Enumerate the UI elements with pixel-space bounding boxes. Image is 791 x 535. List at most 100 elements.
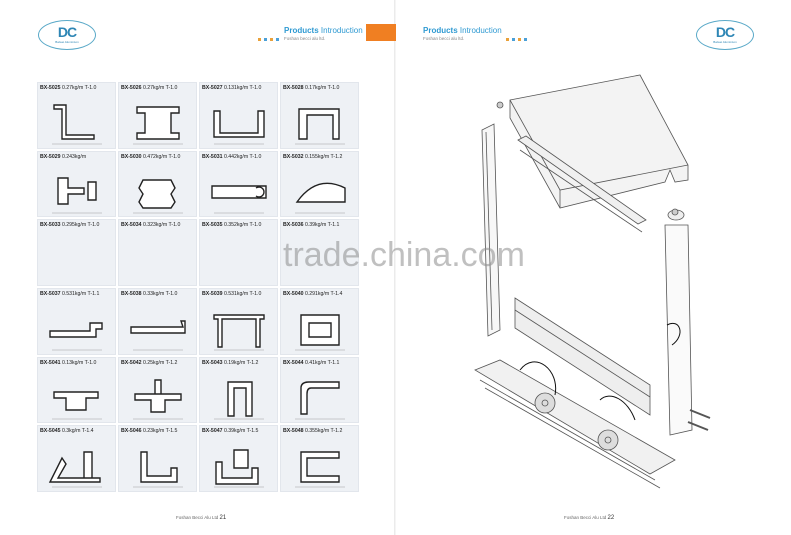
profile-label: BX-5047 0.39kg/m T-1.5 — [202, 428, 258, 434]
profile-cross-section — [214, 380, 264, 419]
logo-mark: DC — [57, 24, 77, 40]
profile-code: BX-5037 — [40, 290, 61, 297]
profile-code: BX-5027 — [202, 85, 223, 91]
profile-label: BX-5041 0.13kg/m T-1.0 — [40, 360, 96, 366]
profile-spec: 0.27kg/m T-1.0 — [61, 85, 97, 91]
profile-spec: 0.243kg/m — [61, 153, 87, 160]
profile-spec: 0.531kg/m T-1.0 — [223, 290, 262, 297]
profile-cell: BX-5041 0.13kg/m T-1.0 — [37, 356, 116, 424]
profile-cross-section — [49, 322, 103, 351]
profile-label: BX-5046 0.23kg/m T-1.5 — [121, 428, 177, 434]
profile-cross-section — [52, 104, 102, 145]
header-dot — [518, 38, 521, 41]
profile-cell: BX-5046 0.23kg/m T-1.5 — [118, 425, 197, 492]
profile-cell: BX-5045 0.3kg/m T-1.4 — [37, 425, 116, 492]
left-page: DC Baiwei Aluminium Products Introductio… — [0, 0, 395, 535]
logo-subtitle: Baiwei Aluminium — [713, 40, 737, 44]
watermark: trade.china.com — [283, 236, 525, 274]
profile-label: BX-5040 0.291kg/m T-1.4 — [283, 291, 342, 297]
header-title: Products Introduction Foshan becci alu l… — [284, 26, 363, 41]
profile-code: BX-5036 — [283, 222, 304, 229]
page-number: 22 — [607, 515, 615, 521]
profile-cross-section — [295, 380, 345, 419]
profile-label: BX-5037 0.531kg/m T-1.1 — [40, 291, 99, 297]
profile-spec: 0.27kg/m T-1.0 — [142, 85, 178, 91]
profile-cell: BX-5031 0.442kg/m T-1.0 — [199, 150, 278, 218]
header-dot — [270, 38, 273, 41]
profile-spec: 0.295kg/m T-1.0 — [61, 222, 100, 229]
company-logo: DC Baiwei Aluminium — [696, 20, 754, 50]
profile-cell: BX-5030 0.472kg/m T-1.0 — [118, 150, 197, 218]
profile-spec: 0.442kg/m T-1.0 — [223, 153, 262, 160]
profile-code: BX-5029 — [40, 153, 61, 160]
header-dot — [258, 38, 261, 41]
profile-code: BX-5045 — [40, 428, 61, 435]
profile-spec: 0.23kg/m T-1.5 — [142, 428, 178, 435]
profile-cell: BX-5033 0.295kg/m T-1.0 — [37, 219, 116, 286]
profile-cell: BX-5043 0.19kg/m T-1.2 — [199, 356, 278, 424]
profile-cell: BX-5044 0.41kg/m T-1.1 — [280, 356, 359, 424]
header-dots — [506, 38, 527, 41]
profile-cell: BX-5034 0.323kg/m T-1.0 — [118, 219, 197, 286]
profile-spec: 0.17kg/m T-1.0 — [304, 85, 340, 91]
profile-code: BX-5040 — [283, 290, 304, 297]
profile-cell: BX-5042 0.25kg/m T-1.2 — [118, 356, 197, 424]
profile-spec: 0.155kg/m T-1.2 — [304, 153, 343, 160]
profile-cross-section — [214, 449, 264, 488]
profile-code: BX-5042 — [121, 359, 142, 366]
header-title-rest: Introduction — [457, 26, 502, 35]
profile-code: BX-5044 — [283, 359, 304, 366]
profile-label: BX-5048 0.355kg/m T-1.2 — [283, 428, 342, 434]
profile-cross-section — [295, 108, 345, 145]
profile-code: BX-5041 — [40, 359, 61, 366]
footer-company: Foshan Becci Alu Ltd — [564, 515, 607, 520]
profile-cross-section — [133, 451, 183, 488]
profile-cell: BX-5038 0.33kg/m T-1.0 — [118, 287, 197, 355]
profile-label: BX-5028 0.17kg/m T-1.0 — [283, 85, 339, 91]
profile-cross-section — [213, 314, 265, 351]
profile-code: BX-5038 — [121, 290, 142, 297]
profile-cell: BX-5047 0.39kg/m T-1.5 — [199, 425, 278, 492]
profile-cell: BX-5025 0.27kg/m T-1.0 — [37, 82, 116, 149]
profile-cross-section — [295, 314, 345, 351]
profile-cross-section — [48, 451, 102, 488]
header-dot — [506, 38, 509, 41]
profile-spec: 0.291kg/m T-1.4 — [304, 290, 343, 297]
profile-cell: BX-5029 0.243kg/m — [37, 150, 116, 218]
profile-code: BX-5048 — [283, 428, 304, 435]
profile-label: BX-5025 0.27kg/m T-1.0 — [40, 85, 96, 91]
logo-subtitle: Baiwei Aluminium — [55, 40, 79, 44]
profile-label: BX-5038 0.33kg/m T-1.0 — [121, 291, 177, 297]
profile-cell: BX-5039 0.531kg/m T-1.0 — [199, 287, 278, 355]
profile-cell: BX-5040 0.291kg/m T-1.4 — [280, 287, 359, 355]
page-footer: Foshan Becci Alu Ltd 22 — [564, 515, 614, 521]
profile-code: BX-5032 — [283, 153, 304, 160]
profile-label: BX-5032 0.155kg/m T-1.2 — [283, 154, 342, 160]
profile-spec: 0.131kg/m T-1.0 — [223, 85, 262, 91]
profile-code: BX-5047 — [202, 428, 223, 435]
header-title-rest: Introduction — [318, 26, 363, 35]
header-title: Products Introduction Foshan becci alu l… — [423, 26, 502, 41]
profile-spec: 0.355kg/m T-1.2 — [304, 428, 343, 435]
profile-label: BX-5027 0.131kg/m T-1.0 — [202, 85, 261, 91]
profile-spec: 0.19kg/m T-1.2 — [223, 359, 259, 366]
profile-code: BX-5034 — [121, 222, 142, 229]
page-number: 21 — [219, 515, 227, 521]
profile-cell: BX-5036 0.39kg/m T-1.1 — [280, 219, 359, 286]
profile-code: BX-5043 — [202, 359, 223, 366]
company-logo: DC Baiwei Aluminium — [38, 20, 96, 50]
profile-spec: 0.25kg/m T-1.2 — [142, 359, 178, 366]
profile-label: BX-5039 0.531kg/m T-1.0 — [202, 291, 261, 297]
profile-label: BX-5036 0.39kg/m T-1.1 — [283, 222, 339, 228]
profile-cell: BX-5028 0.17kg/m T-1.0 — [280, 82, 359, 149]
footer-company: Foshan Becci Alu Ltd — [176, 515, 219, 520]
header-dots — [258, 38, 279, 41]
profile-label: BX-5026 0.27kg/m T-1.0 — [121, 85, 177, 91]
profile-code: BX-5046 — [121, 428, 142, 435]
profile-spec: 0.33kg/m T-1.0 — [142, 290, 178, 297]
profile-code: BX-5028 — [283, 85, 304, 91]
profile-spec: 0.41kg/m T-1.1 — [304, 359, 340, 366]
profile-code: BX-5025 — [40, 85, 61, 91]
profile-cross-section — [295, 182, 346, 213]
profile-spec: 0.323kg/m T-1.0 — [142, 222, 181, 229]
